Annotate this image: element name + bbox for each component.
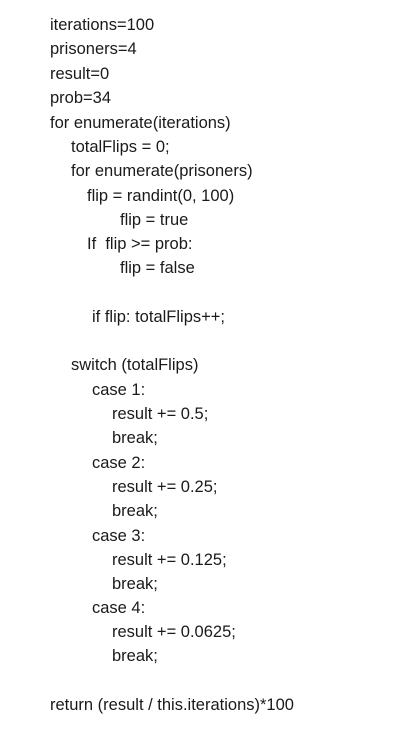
code-line: switch (totalFlips) — [71, 356, 199, 374]
code-line: break; — [112, 575, 158, 593]
code-line: totalFlips = 0; — [71, 138, 170, 156]
code-line: result += 0.5; — [112, 405, 209, 423]
code-line: flip = randint(0, 100) — [87, 187, 235, 205]
code-line: result += 0.0625; — [112, 623, 236, 641]
code-line: return (result / this.iterations)*100 — [50, 696, 294, 714]
code-line: case 3: — [92, 527, 146, 545]
code-line: for enumerate(iterations) — [50, 114, 231, 132]
code-line: case 1: — [92, 381, 146, 399]
code-line: result += 0.25; — [112, 478, 218, 496]
code-line: prisoners=4 — [50, 40, 137, 58]
code-line: break; — [112, 429, 158, 447]
code-line: case 2: — [92, 454, 146, 472]
code-line: for enumerate(prisoners) — [71, 162, 253, 180]
code-line: If flip >= prob: — [87, 235, 193, 253]
code-line: break; — [112, 502, 158, 520]
code-line: break; — [112, 647, 158, 665]
code-line: result=0 — [50, 65, 110, 83]
code-line: if flip: totalFlips++; — [92, 308, 225, 326]
code-line: iterations=100 — [50, 16, 155, 34]
code-line: prob=34 — [50, 89, 112, 107]
code-line: flip = true — [120, 211, 189, 229]
code-line: case 4: — [92, 599, 146, 617]
code-line: result += 0.125; — [112, 551, 227, 569]
code-line: flip = false — [120, 259, 195, 277]
